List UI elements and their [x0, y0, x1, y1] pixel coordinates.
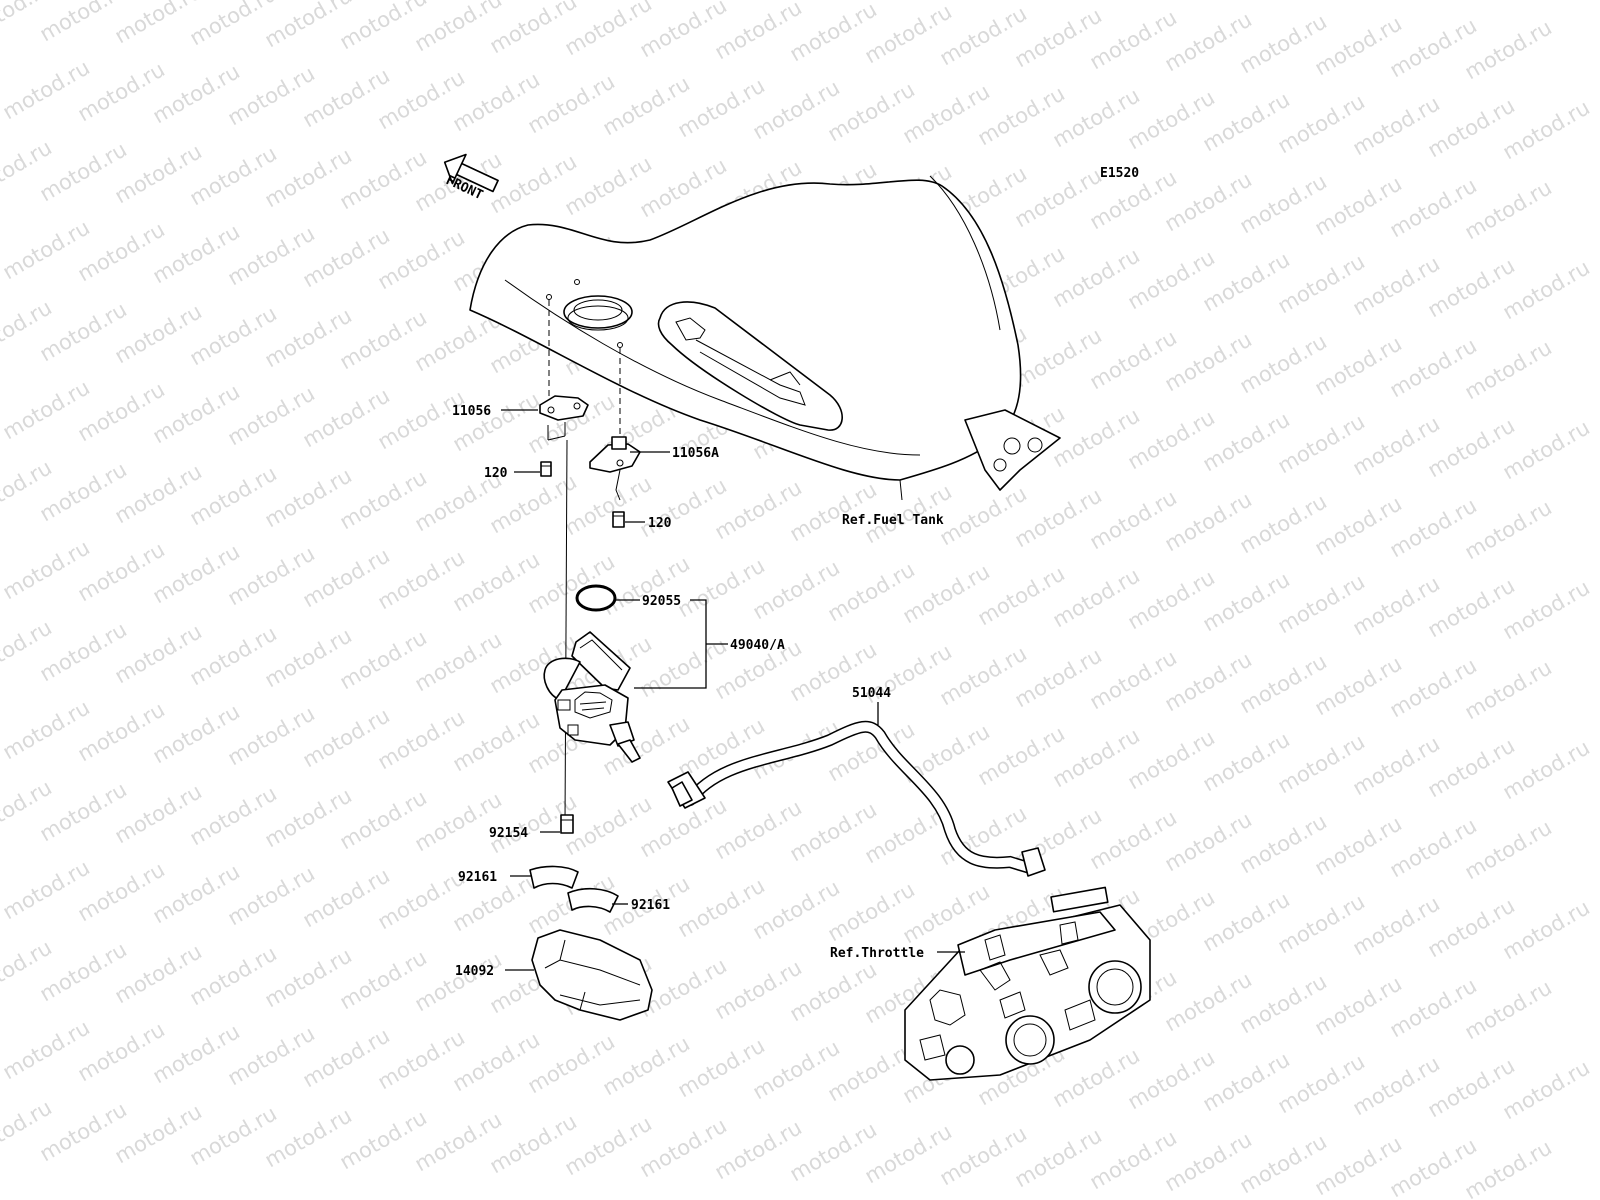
diagram-code: E1520: [1100, 166, 1139, 181]
front-arrow-icon: [443, 153, 499, 193]
bolt-92154-drawing: [560, 814, 574, 834]
callout-92161-left: 92161: [458, 870, 497, 885]
bracket-11056-drawing: [539, 395, 589, 441]
bracket-11056a-drawing: [589, 436, 641, 501]
callout-120-right: 120: [648, 516, 672, 531]
clamp-92161-left-drawing: [529, 865, 579, 889]
fuel-tank-drawing: [469, 175, 1061, 501]
ref-fuel-tank-label: Ref.Fuel Tank: [842, 513, 944, 528]
callout-49040a: 49040/A: [730, 638, 785, 653]
callout-92055: 92055: [642, 594, 681, 609]
callout-11056a: 11056A: [672, 446, 719, 461]
callout-51044: 51044: [852, 686, 891, 701]
callout-11056: 11056: [452, 404, 491, 419]
callout-92161-right: 92161: [631, 898, 670, 913]
bolt-120-right-drawing: [612, 511, 625, 528]
fuel-hose-drawing: [667, 720, 1046, 877]
bolt-120-left-drawing: [540, 461, 552, 477]
ref-throttle-label: Ref.Throttle: [830, 946, 924, 961]
throttle-body-drawing: [904, 886, 1151, 1081]
callout-14092: 14092: [455, 964, 494, 979]
cover-14092-drawing: [531, 929, 653, 1021]
callout-120-left: 120: [484, 466, 508, 481]
callout-92154: 92154: [489, 826, 528, 841]
clamp-92161-right-drawing: [567, 887, 619, 913]
o-ring-92055-drawing: [575, 584, 617, 612]
fuel-cock-drawing: [543, 631, 641, 763]
